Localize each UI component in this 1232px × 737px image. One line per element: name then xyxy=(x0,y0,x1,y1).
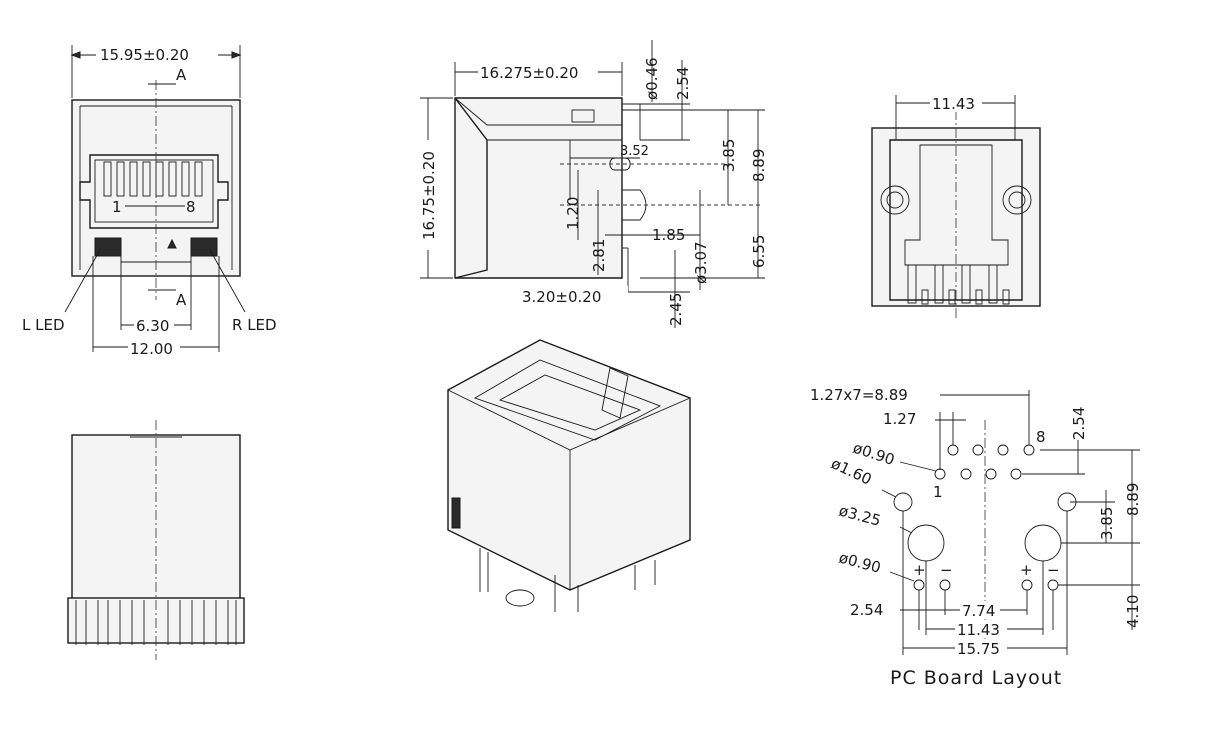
pcb-pin1-label: 1 xyxy=(933,483,943,501)
led-minus-right: − xyxy=(1047,561,1060,579)
dim-3-52: 3.52 xyxy=(620,144,649,159)
front-view: A A 1 8 15.95±0.20 L LED R LED 6.30 12.0… xyxy=(22,45,277,358)
bottom-pins xyxy=(75,600,237,645)
dim-1-20: 1.20 xyxy=(564,197,582,230)
side-height-dim: 16.75±0.20 xyxy=(420,151,438,240)
pcb-dim-3-85: 3.85 xyxy=(1098,507,1116,540)
pitch-total-dim: 1.27x7=8.89 xyxy=(810,386,908,404)
right-led-label: R LED xyxy=(232,316,277,334)
dim-1-85: 1.85 xyxy=(652,226,685,244)
rear-pins xyxy=(907,264,1010,305)
dim-3-85: 3.85 xyxy=(720,139,738,172)
right-led-window xyxy=(190,237,218,257)
pcb-dim-4-10: 4.10 xyxy=(1124,595,1142,628)
pin-top-dim: 2.54 xyxy=(674,67,692,100)
left-led-window xyxy=(94,237,122,257)
led-plus-left: + xyxy=(913,561,926,579)
led-spacing-dim: 6.30 xyxy=(136,317,169,335)
pin-end-label: 8 xyxy=(186,198,196,216)
left-led-label: L LED xyxy=(22,316,65,334)
contacts xyxy=(103,161,203,197)
pcb-dim-2-54: 2.54 xyxy=(850,601,883,619)
led-hole-dim: ø0.90 xyxy=(837,548,883,576)
pcb-dim-7-74: 7.74 xyxy=(962,602,995,620)
section-marker-top: A xyxy=(176,66,187,84)
pitch-dim: 1.27 xyxy=(883,410,916,428)
post-hole-dim: ø3.25 xyxy=(837,501,883,529)
led-minus-left: − xyxy=(940,561,953,579)
pin-start-label: 1 xyxy=(112,198,122,216)
dim-2-81: 2.81 xyxy=(590,239,608,272)
pcb-dim-8-89: 8.89 xyxy=(1124,483,1142,516)
post-dim: 3.20±0.20 xyxy=(522,288,601,306)
rear-width-dim: 11.43 xyxy=(932,95,975,113)
row-offset-dim: 2.54 xyxy=(1070,407,1088,440)
led-plus-right: + xyxy=(1020,561,1033,579)
pcb-layout-caption: PC Board Layout xyxy=(890,667,1062,689)
pcb-pin8-label: 8 xyxy=(1036,428,1046,446)
side-depth-dim: 16.275±0.20 xyxy=(480,64,578,82)
front-width-dim: 15.95±0.20 xyxy=(100,46,189,64)
rear-view: 11.43 xyxy=(871,94,1041,320)
bottom-view xyxy=(67,420,245,660)
pin-len-dim: 2.45 xyxy=(667,293,685,326)
side-view: 16.275±0.20 16.75±0.20 ø0.46 2.54 3.52 3… xyxy=(419,40,768,328)
dim-3-07: ø3.07 xyxy=(692,241,710,284)
led-outer-dim: 12.00 xyxy=(130,340,173,358)
dim-6-55: 6.55 xyxy=(750,235,768,268)
isometric-view xyxy=(447,339,691,612)
dim-8-89: 8.89 xyxy=(750,149,768,182)
section-marker-bottom: A xyxy=(176,291,187,309)
pcb-layout: + − + − 1 8 1.27x7=8.89 1.27 2.54 ø0.90 … xyxy=(810,386,1142,689)
pcb-dim-11-43: 11.43 xyxy=(957,621,1000,639)
pin-dia-dim: ø0.46 xyxy=(643,57,661,100)
pcb-dim-15-75: 15.75 xyxy=(957,640,1000,658)
